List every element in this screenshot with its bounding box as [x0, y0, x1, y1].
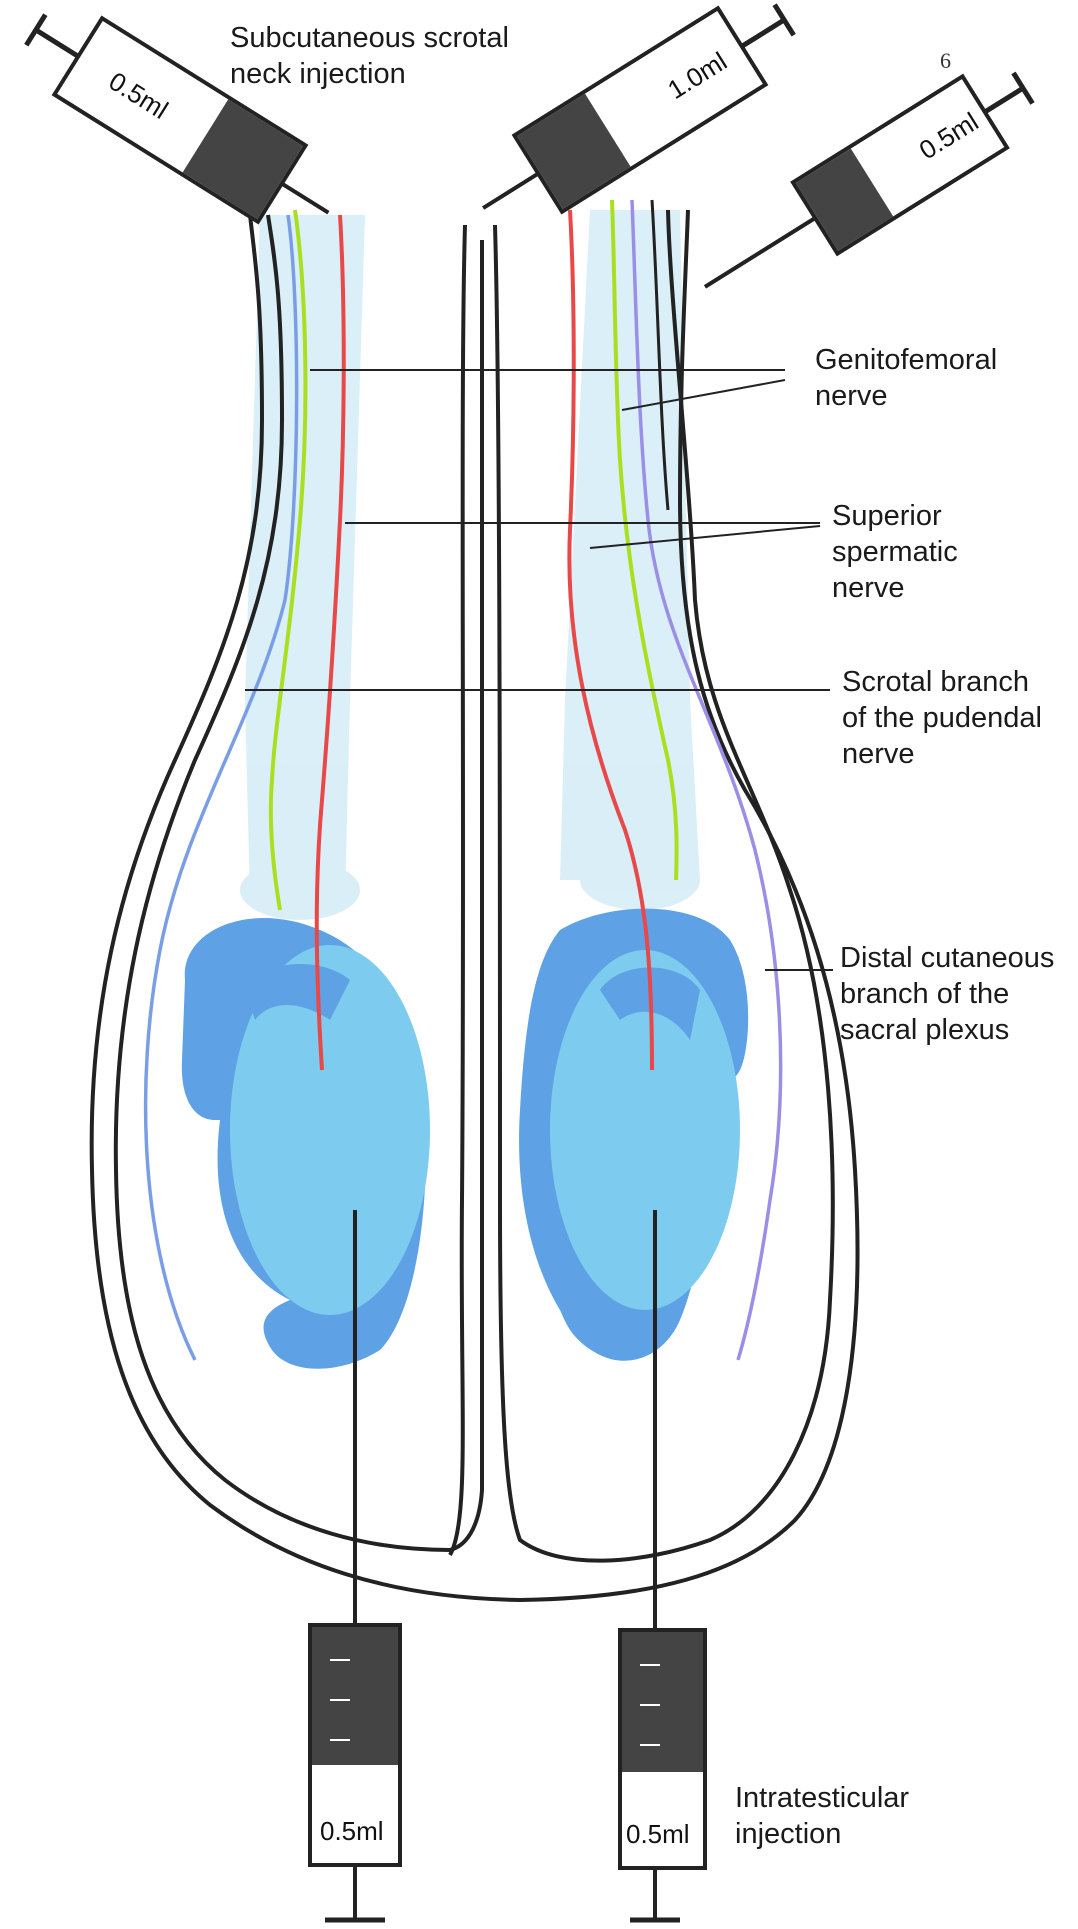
superior-spermatic-label: Superior spermatic nerve	[832, 498, 958, 606]
page-mark: 6	[940, 48, 951, 74]
neck-injection-label: Subcutaneous scrotal neck injection	[230, 20, 509, 92]
syringe-bottom-left-volume: 0.5ml	[320, 1816, 384, 1846]
right-testis	[519, 909, 748, 1361]
distal-cutaneous-label: Distal cutaneous branch of the sacral pl…	[840, 940, 1054, 1048]
genitofemoral-label: Genitofemoral nerve	[815, 342, 997, 414]
intratesticular-label: Intratesticular injection	[735, 1780, 909, 1852]
scrotal-branch-label: Scrotal branch of the pudendal nerve	[842, 664, 1042, 772]
scrotal-outline	[92, 210, 858, 1600]
syringe-bottom-right-volume: 0.5ml	[626, 1819, 690, 1849]
left-testis	[182, 918, 430, 1369]
